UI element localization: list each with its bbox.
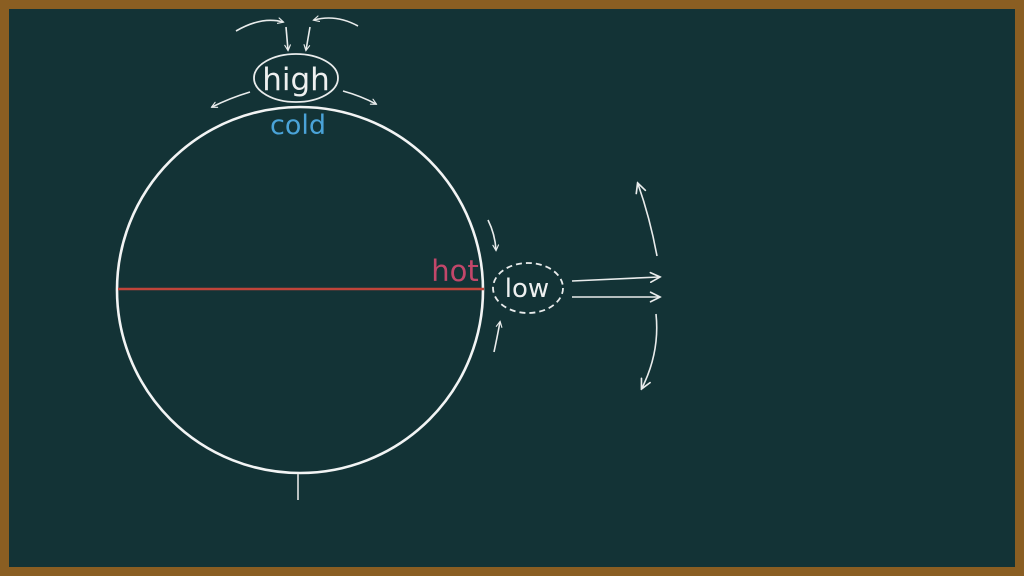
arrow-icon bbox=[638, 184, 658, 257]
arrow-icon bbox=[212, 91, 251, 107]
hot-label: hot bbox=[431, 254, 479, 288]
low-label: low bbox=[505, 274, 549, 304]
arrow-icon bbox=[342, 90, 376, 104]
arrow-icon bbox=[493, 322, 500, 353]
arrow-icon bbox=[642, 313, 658, 388]
rising-arrow-icon bbox=[571, 277, 659, 281]
cold-label: cold bbox=[270, 110, 326, 141]
arrow-icon bbox=[235, 20, 283, 32]
arrow-icon bbox=[314, 18, 359, 27]
arrow-icon bbox=[286, 26, 288, 50]
low-pressure-ellipse bbox=[492, 262, 564, 314]
arrow-icon bbox=[306, 26, 311, 50]
high-label: high bbox=[262, 62, 330, 98]
arrow-icon bbox=[487, 219, 496, 250]
high-pressure-ellipse bbox=[253, 53, 339, 103]
